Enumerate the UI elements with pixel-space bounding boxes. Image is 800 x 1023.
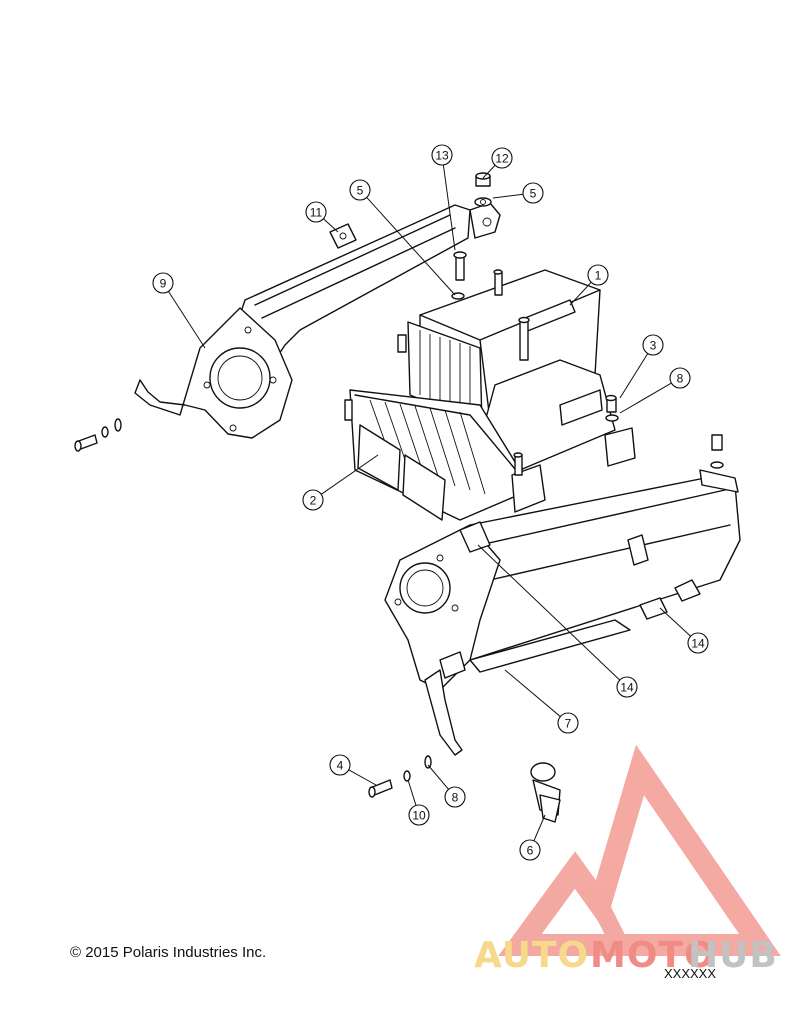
- callout-c3: 3: [642, 334, 664, 356]
- callout-c1: 1: [587, 264, 609, 286]
- callout-c14a: 14: [687, 632, 709, 654]
- callout-circle: [349, 179, 371, 201]
- callout-circle: [152, 272, 174, 294]
- callout-number: 10: [412, 809, 426, 823]
- power-connector-6: [530, 762, 561, 823]
- copyright-text: © 2015 Polaris Industries Inc.: [70, 944, 267, 961]
- watermark-moto: MOTO: [590, 935, 716, 976]
- lower-bracket: [384, 469, 741, 756]
- callout-number: 1: [595, 269, 602, 283]
- clip-nuts-14: [639, 579, 701, 620]
- callout-number: 14: [691, 637, 705, 651]
- leader-line-c3: [619, 353, 649, 399]
- callout-number: 5: [357, 184, 364, 198]
- leader-line-c14b: [477, 544, 621, 681]
- callout-number: 13: [435, 149, 449, 163]
- callout-number: 2: [310, 494, 317, 508]
- right-screw: [604, 394, 724, 469]
- callout-number: 9: [160, 277, 167, 291]
- callout-number: 8: [677, 372, 684, 386]
- leader-line-c13: [442, 164, 456, 251]
- callout-number: 4: [337, 759, 344, 773]
- leader-line-c7: [504, 669, 561, 717]
- callout-c2: 2: [302, 489, 324, 511]
- lower-left-fasteners: [368, 755, 432, 798]
- leader-line-c8a: [619, 382, 672, 414]
- leader-line-c6: [533, 814, 546, 842]
- upper-screws: [451, 172, 492, 300]
- callout-circle: [616, 676, 638, 698]
- callout-c12: 12: [491, 147, 513, 169]
- callout-number: 3: [650, 339, 657, 353]
- leader-line-c14a: [659, 607, 691, 637]
- callout-circle: [519, 839, 541, 861]
- callout-c8a: 8: [669, 367, 691, 389]
- callout-circle: [305, 201, 327, 223]
- callout-circle: [587, 264, 609, 286]
- callout-number: 5: [530, 187, 537, 201]
- leader-line-c10: [407, 779, 417, 806]
- callout-circle: [431, 144, 453, 166]
- callout-circle: [408, 804, 430, 826]
- callout-c13: 13: [431, 144, 453, 166]
- leader-line-c5b: [492, 193, 524, 199]
- callout-circle: [557, 712, 579, 734]
- leader-line-c5a: [366, 197, 456, 296]
- callout-c10: 10: [408, 804, 430, 826]
- callout-c5b: 5: [522, 182, 544, 204]
- ecu-connector-block: [344, 389, 546, 521]
- leader-line-c2: [320, 454, 379, 495]
- callout-c5a: 5: [349, 179, 371, 201]
- callout-c9: 9: [152, 272, 174, 294]
- callout-number: 6: [527, 844, 534, 858]
- leader-line-c1: [569, 281, 592, 306]
- upper-left-fasteners: [74, 418, 122, 452]
- callout-circle: [491, 147, 513, 169]
- callout-number: 8: [452, 791, 459, 805]
- callout-circle: [522, 182, 544, 204]
- ecu-module: [397, 269, 616, 471]
- leader-line-c12: [482, 164, 496, 179]
- callout-number: 11: [310, 206, 323, 220]
- callout-c6: 6: [519, 839, 541, 861]
- callout-c4: 4: [329, 754, 351, 776]
- watermark-hub: HUB: [688, 935, 778, 976]
- callout-c7: 7: [557, 712, 579, 734]
- callout-circle: [329, 754, 351, 776]
- callout-number: 7: [565, 717, 572, 731]
- reference-code: XXXXXX: [664, 966, 717, 981]
- callout-number: 14: [620, 681, 634, 695]
- callout-c11: 11: [305, 201, 327, 223]
- callout-circle: [669, 367, 691, 389]
- callout-circle: [687, 632, 709, 654]
- callout-c8b: 8: [444, 786, 466, 808]
- callout-number: 12: [495, 152, 509, 166]
- watermark-auto: AUTO: [474, 935, 590, 976]
- leader-line-c9: [168, 291, 206, 349]
- callout-circle: [642, 334, 664, 356]
- callout-circle: [302, 489, 324, 511]
- leader-line-c4: [348, 769, 377, 786]
- callout-circle: [444, 786, 466, 808]
- leader-line-c11: [323, 218, 339, 233]
- watermark-logo: [498, 744, 781, 956]
- leader-line-c8b: [427, 764, 449, 790]
- leader-lines: [168, 164, 691, 842]
- callout-c14b: 14: [616, 676, 638, 698]
